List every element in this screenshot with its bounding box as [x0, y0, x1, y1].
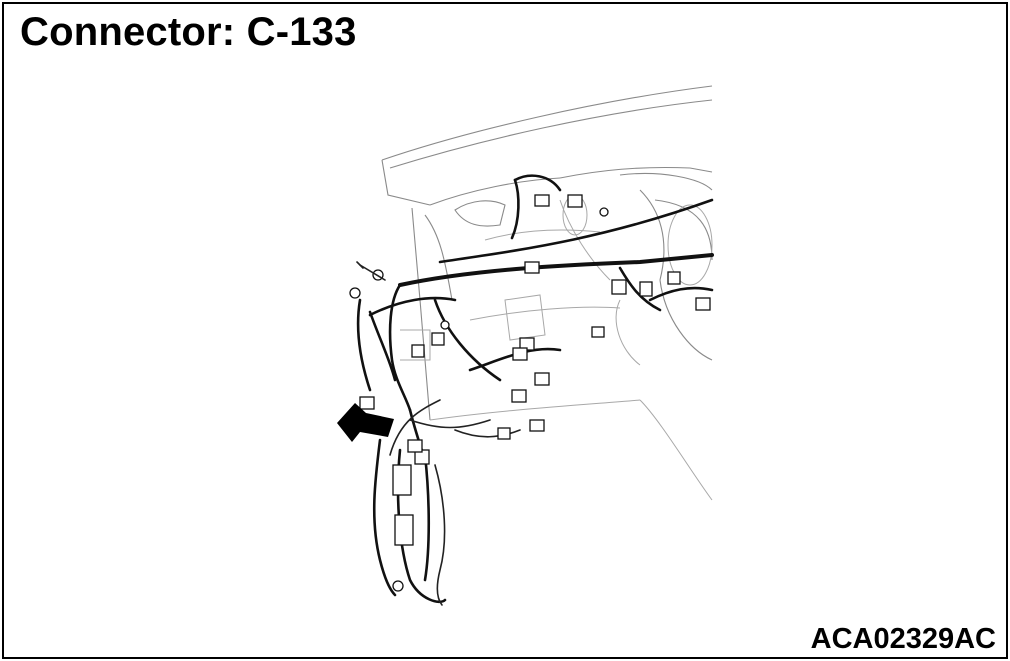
ground-bolt — [356, 261, 386, 281]
diagram-title: Connector: C-133 — [20, 10, 357, 54]
dashboard-outline — [381, 85, 713, 501]
figure-code: ACA02329AC — [810, 623, 996, 655]
connectors — [349, 194, 711, 592]
arrow-icon — [337, 403, 394, 442]
